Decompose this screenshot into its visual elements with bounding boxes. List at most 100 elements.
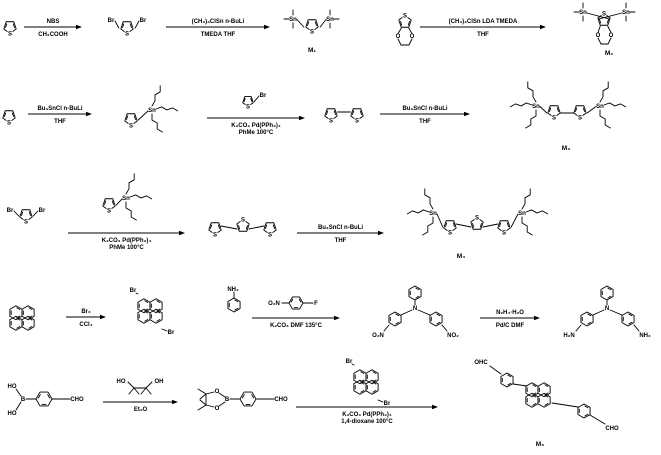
atom-sn: Sn [429, 211, 437, 217]
atom-cho: CHO [605, 426, 619, 432]
reagent-above: (CH₃)₃ClSn n-BuLi [192, 19, 245, 25]
atom-s: S [24, 220, 28, 226]
atom-sn: Sn [532, 104, 540, 110]
label-m3: M₃ [562, 145, 570, 152]
tributylstannyl-thiophene: S Sn [124, 85, 179, 133]
atom-s: S [578, 116, 582, 122]
reagent-above: Bu₃SnCl n-BuLi [318, 225, 363, 231]
atom-ho: HO [117, 379, 126, 385]
reagent-above: Bu₃SnCl n-BuLi [402, 106, 447, 112]
atom-br: Br [168, 330, 175, 336]
atom-o: O [596, 33, 601, 39]
atom-o: O [215, 406, 220, 412]
reagent-below: K₂CO₃ Pd(PPh₃)₄ [231, 123, 281, 129]
atom-cho: CHO [274, 397, 288, 403]
reagent-below: CCl₄ [79, 322, 92, 328]
aniline: NH₂ [225, 285, 241, 313]
atom-s: S [355, 119, 359, 125]
label-m2: M₂ [605, 50, 613, 57]
atom-br: Br [384, 401, 391, 407]
atom-n: N [413, 306, 417, 312]
reagent-above: Bu₃SnCl n-BuLi [37, 106, 82, 112]
reagent-below: CH₃COOH [38, 32, 67, 38]
reagent-above: (CH₃)₃ClSn LDA TMEDA [449, 19, 518, 25]
reagent-above: NBS [47, 19, 60, 25]
arrow-reduction: N₂H₄·H₂O Pd/C DMF [480, 310, 540, 329]
atom-b: B [225, 397, 230, 403]
arrow-m2: (CH₃)₃ClSn LDA TMEDA THF [420, 19, 546, 38]
tributylstannyl-thiophene-reagent: S Sn [102, 173, 153, 221]
atom-br: Br [39, 208, 46, 214]
atom-s: S [329, 119, 333, 125]
atom-s: S [107, 209, 111, 215]
atom-s: S [246, 105, 250, 111]
atom-s: S [448, 231, 452, 237]
atom-s: S [552, 116, 556, 122]
reagent-conditions: PhMe 100°C [239, 130, 274, 136]
atom-f: F [314, 301, 318, 307]
atom-s: S [475, 216, 479, 222]
dinitro-triphenylamine: N O₂N NO₂ [371, 285, 460, 339]
dibromothiophene-2: S Br Br [5, 206, 47, 226]
atom-hn: H₂N [563, 333, 574, 339]
atom-sn: Sn [122, 196, 130, 202]
thiophene-start: S [3, 21, 17, 38]
atom-no: NO₂ [447, 333, 459, 339]
atom-sn: Sn [596, 104, 604, 110]
arrow-pinacol: Et₂O [103, 399, 178, 413]
atom-br: Br [7, 208, 14, 214]
atom-on: O₂N [268, 301, 280, 307]
reagent-below: K₂CO₃ DMF 135°C [270, 323, 323, 329]
atom-n: N [605, 306, 609, 312]
reagent-below: THF [477, 32, 489, 38]
reagent-below: Pd/C DMF [496, 323, 525, 329]
reagent-below: THF [335, 238, 347, 244]
atom-br: Br [346, 359, 353, 365]
atom-s: S [8, 32, 12, 38]
reagent-below: Et₂O [134, 407, 148, 413]
arrow-nbs: NBS CH₃COOH [24, 19, 82, 38]
atom-sn: Sn [326, 17, 334, 23]
atom-br: Br [108, 18, 115, 24]
terthiophene: SSS [208, 216, 277, 239]
atom-o: O [609, 33, 614, 39]
reagent-conditions: 1,4-dioxane 100°C [341, 419, 393, 425]
atom-b: B [21, 397, 26, 403]
label-m4: M₄ [457, 253, 466, 260]
atom-o: O [215, 389, 220, 395]
atom-s: S [602, 12, 606, 18]
label-m1: M₁ [308, 47, 316, 54]
atom-s: S [125, 32, 129, 38]
reagent-above: N₂H₄·H₂O [496, 310, 524, 316]
arrow-suzuki: K₂CO₃ Pd(PPh₃)₄1,4-dioxane 100°C [296, 404, 438, 425]
atom-s: S [129, 124, 133, 130]
atom-nh: NH₂ [639, 333, 651, 339]
reagent-below: THF [419, 119, 431, 125]
atom-br: Br [260, 93, 267, 99]
atom-sn: Sn [579, 10, 587, 16]
atom-s: S [241, 218, 245, 224]
reagent-below: TMEDA THF [201, 32, 236, 38]
reagent-below: K₂CO₃ Pd(PPh₃)₄ [342, 412, 392, 418]
fluoronitrobenzene: O₂N F [267, 296, 319, 310]
atom-sn: Sn [518, 211, 526, 217]
atom-on: O₂N [372, 333, 384, 339]
atom-sn: Sn [289, 17, 297, 23]
reagent-above: Br₂ [81, 309, 91, 315]
atom-o: O [396, 34, 401, 40]
label-m5: M₅ [536, 441, 544, 448]
atom-sn: Sn [148, 108, 156, 114]
atom-s: S [268, 233, 272, 239]
